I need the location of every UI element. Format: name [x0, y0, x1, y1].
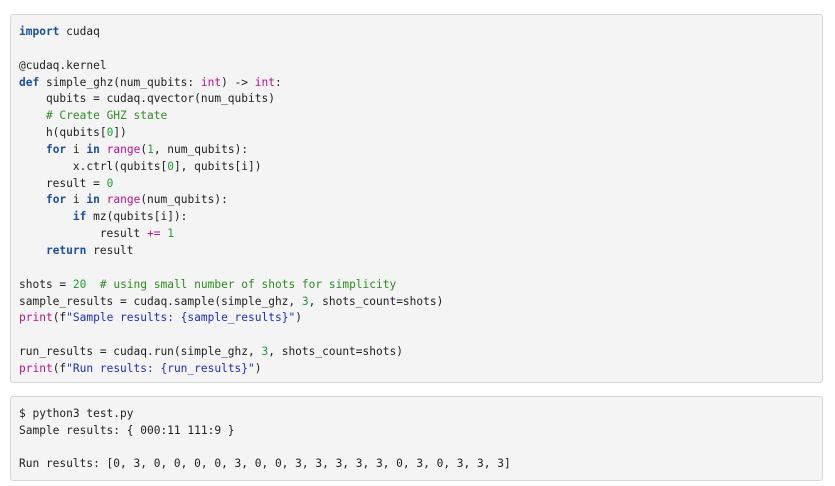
code-token: "Sample results: {sample_results}" — [66, 311, 296, 325]
code-token: in — [86, 142, 100, 156]
code-line: # Create GHZ state — [19, 108, 443, 125]
code-token: mz(qubits[i]): — [86, 210, 188, 224]
code-token: (f — [52, 361, 67, 375]
code-token: qubits = cudaq.qvector(num_qubits) — [19, 92, 275, 106]
code-token: ) — [295, 311, 302, 325]
code-line: h(qubits[0]) — [19, 125, 443, 142]
code-token: 1 — [147, 142, 154, 156]
code-token: @cudaq.kernel — [19, 58, 107, 72]
code-token — [19, 210, 73, 223]
code-token: 0 — [167, 159, 174, 173]
code-token: simple_ghz(num_qubits: — [39, 75, 201, 89]
code-token: "Run results: {run_results}" — [66, 361, 255, 375]
code-line: return result — [19, 243, 443, 260]
code-token: # using small number of shots for simpli… — [99, 277, 397, 291]
code-token: sample_results = cudaq.sample(simple_ghz… — [19, 294, 302, 308]
code-token: for — [45, 193, 67, 207]
code-token: in — [86, 193, 100, 207]
code-token: # Create GHZ state — [45, 109, 168, 123]
code-line: shots = 20 # using small number of shots… — [19, 277, 443, 294]
code-token: print — [19, 361, 53, 375]
code-line: x.ctrl(qubits[0], qubits[i]) — [19, 159, 443, 176]
code-token: return — [45, 243, 87, 257]
output-line: $ python3 test.py — [19, 407, 134, 420]
code-line: def simple_ghz(num_qubits: int) -> int: — [19, 75, 443, 92]
code-token: : — [275, 75, 282, 89]
code-line: for i in range(1, num_qubits): — [19, 142, 443, 159]
code-token: ) — [254, 361, 262, 375]
code-token: result — [86, 243, 134, 257]
code-token: i — [66, 142, 87, 156]
code-token: print — [19, 311, 53, 325]
code-token: i — [66, 193, 87, 207]
code-token: += — [146, 227, 161, 241]
code-line: result += 1 — [19, 226, 443, 243]
code-token — [19, 109, 46, 122]
code-token: shots = — [19, 277, 73, 291]
code-line: qubits = cudaq.qvector(num_qubits) — [19, 91, 443, 108]
code-token: range — [106, 142, 141, 156]
code-line: ​ — [19, 327, 443, 344]
code-token: if — [72, 210, 87, 224]
code-token: for — [45, 142, 67, 156]
code-token: 0 — [106, 176, 114, 190]
code-line: import cudaq — [19, 24, 443, 41]
code-line: @cudaq.kernel — [19, 58, 443, 75]
code-token: , num_qubits): — [153, 142, 249, 156]
code-token: def — [19, 75, 40, 89]
code-token: import — [19, 25, 60, 38]
code-token: result = — [19, 176, 107, 190]
code-token: h(qubits[ — [19, 126, 107, 140]
code-token: run_results = cudaq.run(simple_ghz, — [19, 345, 262, 359]
code-token: ], qubits[i]) — [173, 159, 262, 173]
code-token: 3 — [301, 294, 309, 308]
code-token: 3 — [261, 345, 269, 359]
code-token: , shots_count=shots) — [268, 345, 403, 359]
code-token — [86, 278, 99, 291]
code-token: int — [200, 75, 222, 89]
code-token: 20 — [72, 277, 87, 291]
code-token: 0 — [106, 126, 114, 140]
output-line: ​ — [19, 440, 511, 457]
code-token — [100, 193, 107, 206]
output-line: Run results: [0, 3, 0, 0, 0, 0, 3, 0, 0,… — [19, 457, 511, 471]
code-token: ) -> — [221, 75, 255, 89]
code-line: print(f"Run results: {run_results}") — [19, 361, 443, 378]
code-line: for i in range(num_qubits): — [19, 192, 443, 209]
code-line: result = 0 — [19, 176, 443, 193]
code-token: (f — [52, 311, 67, 325]
code-token — [19, 193, 46, 206]
code-token: range — [106, 193, 141, 207]
code-token — [19, 143, 46, 156]
code-token — [19, 244, 46, 257]
code-token — [100, 143, 107, 156]
code-line: if mz(qubits[i]): — [19, 209, 443, 226]
code-line: run_results = cudaq.run(simple_ghz, 3, s… — [19, 344, 443, 361]
code-token: 1 — [167, 227, 174, 241]
code-line: print(f"Sample results: {sample_results}… — [19, 310, 443, 327]
code-line: ​ — [19, 260, 443, 277]
code-token: ( — [140, 142, 148, 156]
code-token: result — [19, 227, 147, 241]
code-token: cudaq — [59, 25, 100, 38]
code-line: ​ — [19, 41, 443, 58]
code-line: sample_results = cudaq.sample(simple_ghz… — [19, 294, 443, 311]
code-token: (num_qubits): — [140, 193, 228, 207]
code-token: ]) — [113, 126, 127, 140]
code-token: x.ctrl(qubits[ — [19, 159, 168, 173]
output-line: Sample results: { 000:11 111:9 } — [19, 423, 235, 437]
code-token: , shots_count=shots) — [308, 294, 444, 308]
code-token: int — [254, 75, 275, 89]
